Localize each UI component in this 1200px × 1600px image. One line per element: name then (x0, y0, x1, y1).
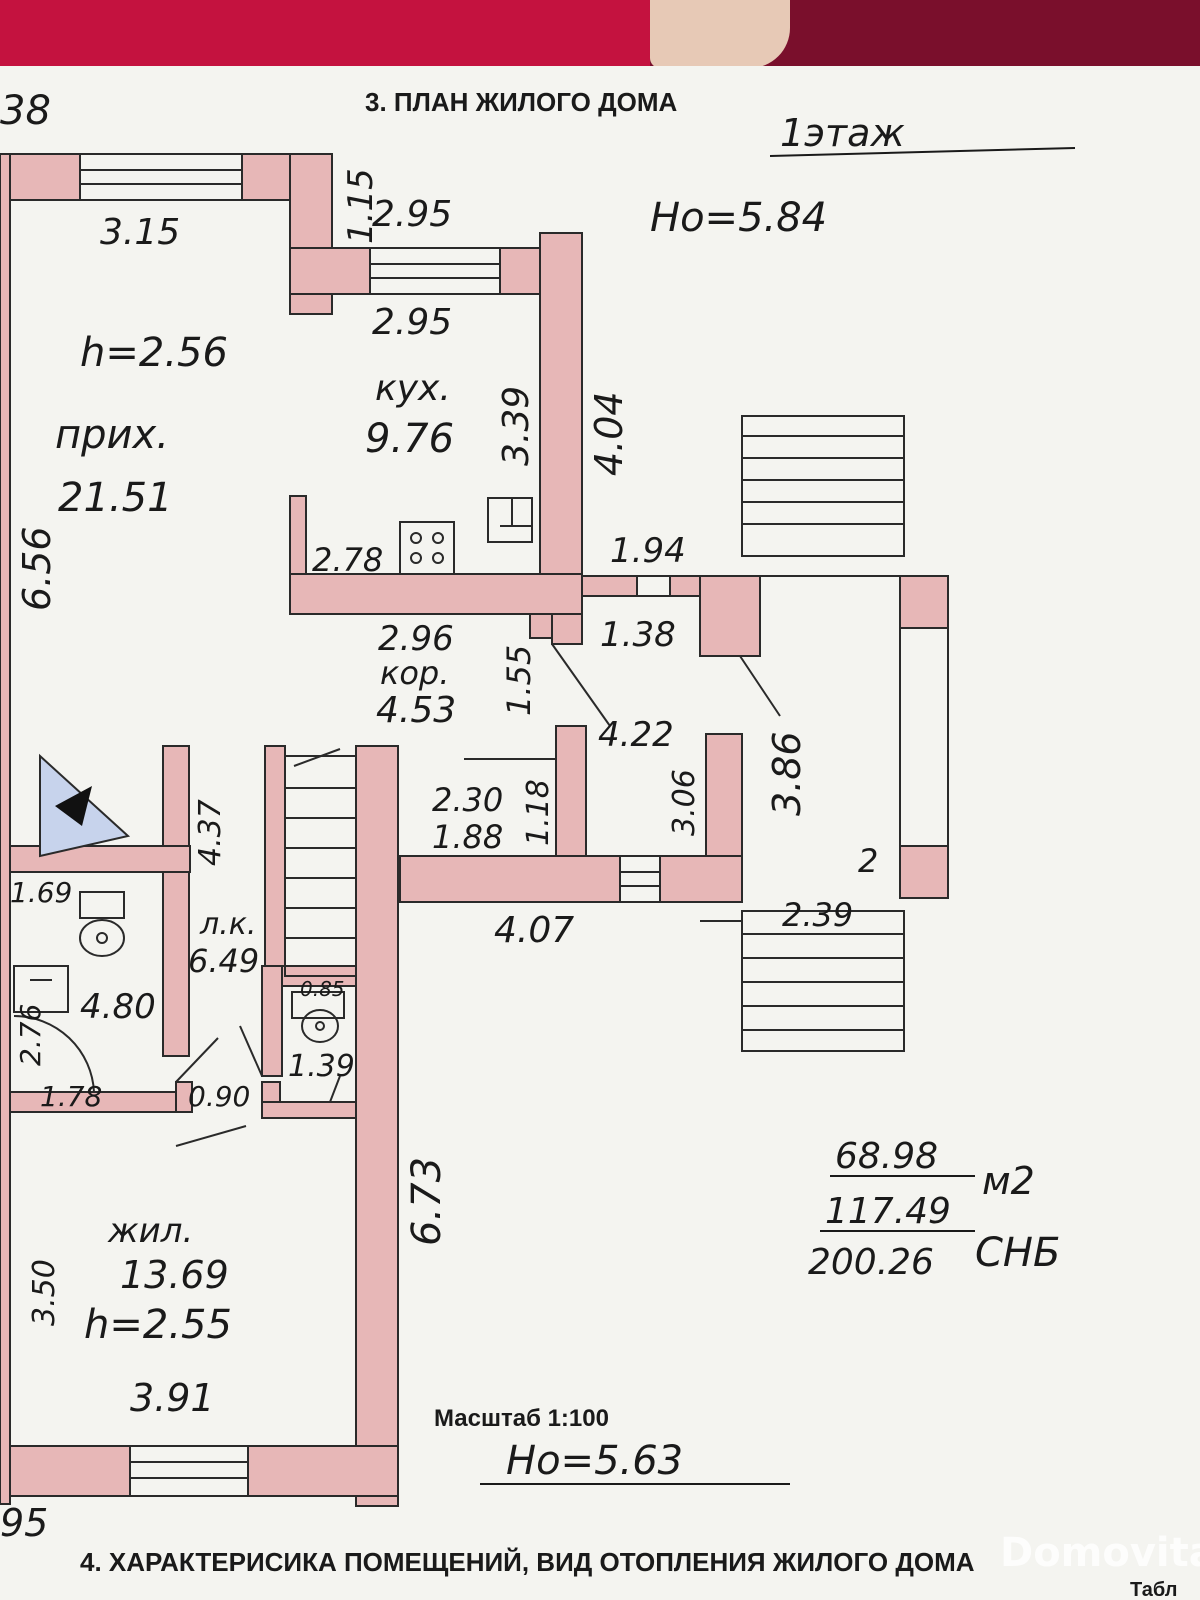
room-area-living: 13.69 (120, 1253, 229, 1297)
dim-2-78: 2.78 (312, 541, 383, 579)
room-name-corridor: кор. (380, 654, 449, 692)
dim-2-30: 2.30 (432, 781, 503, 819)
dim-6-73: 6.73 (404, 1157, 450, 1246)
dim-3-06: 3.06 (667, 769, 702, 836)
dim-0-90: 0.90 (188, 1080, 250, 1113)
section-title-4: 4. ХАРАКТЕРИСИКА ПОМЕЩЕНИЙ, ВИД ОТОПЛЕНИ… (80, 1547, 975, 1577)
area-snb-suffix: СНБ (975, 1230, 1060, 1276)
room-height-living: h=2.55 (84, 1302, 232, 1348)
toilet-icon-left (79, 891, 125, 957)
dim-3-91: 3.91 (130, 1376, 215, 1420)
area-living: 68.98 (835, 1136, 938, 1177)
corner-top-left: 38 (0, 88, 51, 134)
dim-4-04: 4.04 (587, 391, 631, 476)
room-name-hall: прих. (55, 412, 169, 458)
photo-top-background (0, 0, 1200, 68)
dim-1-18: 1.18 (521, 779, 556, 846)
area-unit: м2 (982, 1159, 1035, 1203)
door-swings (13, 643, 781, 1147)
walls (0, 153, 949, 1507)
room-name-living: жил. (107, 1211, 193, 1251)
dim-3-39: 3.39 (496, 386, 537, 466)
dim-4-22: 4.22 (598, 715, 674, 755)
dim-2-95-bottom: 2.95 (372, 302, 452, 343)
floor-underline (769, 147, 1076, 157)
paper-sheet: 3. ПЛАН ЖИЛОГО ДОМА 1этаж Нo=5.84 38 3.1… (0, 66, 1200, 1600)
section-title-3: 3. ПЛАН ЖИЛОГО ДОМА (365, 87, 678, 117)
dim-1-15: 1.15 (341, 168, 381, 244)
dim-4-80: 4.80 (80, 987, 156, 1027)
dim-2-95-top: 2.95 (372, 194, 452, 235)
dim-2-96: 2.96 (378, 619, 454, 659)
dim-3-50: 3.50 (27, 1259, 62, 1326)
dim-1-94: 1.94 (610, 531, 686, 571)
dim-4-37: 4.37 (193, 799, 228, 866)
bathtub-icon (13, 965, 69, 1013)
red-surface (0, 0, 650, 68)
dim-0-85: 0.85 (300, 977, 345, 1001)
room-area-stair: 6.49 (188, 942, 259, 980)
floor-plan: 3. ПЛАН ЖИЛОГО ДОМА 1этаж Нo=5.84 38 3.1… (0, 87, 1200, 1600)
room-area-hall: 21.51 (58, 475, 173, 521)
boiler-icon (39, 753, 131, 858)
area-total: 117.49 (825, 1191, 951, 1232)
room-height-hall: h=2.56 (80, 330, 228, 376)
dim-1-38: 1.38 (600, 615, 676, 655)
area-snb: 200.26 (808, 1242, 934, 1283)
dim-3-86: 3.86 (765, 731, 809, 816)
dim-3-15: 3.15 (100, 212, 180, 253)
room-number-2: 2 (858, 842, 878, 880)
scale-label: Масштаб 1:100 (434, 1405, 609, 1432)
dim-6-56: 6.56 (15, 526, 59, 611)
stove-icon (399, 521, 455, 575)
dim-2-76: 2.76 (14, 1004, 47, 1066)
toilet-icon-right (291, 991, 345, 1043)
dim-1-55: 1.55 (500, 645, 538, 716)
dim-1-78: 1.78 (40, 1080, 102, 1113)
dim-1-69: 1.69 (10, 876, 72, 909)
room-name-kitchen: кух. (375, 368, 451, 409)
windows (79, 153, 671, 1497)
labels: 3. ПЛАН ЖИЛОГО ДОМА 1этаж Нo=5.84 38 3.1… (0, 87, 1200, 1600)
room-name-stair: л.к. (199, 907, 256, 942)
corner-bottom-left: 95 (0, 1501, 48, 1545)
dim-1-88: 1.88 (432, 818, 503, 856)
room-area-corridor: 4.53 (376, 690, 456, 731)
sink-icon (487, 497, 533, 543)
finger-edge (650, 0, 790, 68)
elevation-top: Нo=5.84 (650, 195, 827, 241)
porch-steps (742, 435, 904, 1031)
room-area-kitchen: 9.76 (365, 416, 454, 462)
dim-1-39: 1.39 (288, 1049, 355, 1084)
dim-2-39: 2.39 (782, 896, 853, 934)
elevation-bottom: Нo=5.63 (506, 1438, 683, 1484)
watermark: Domovita (1000, 1530, 1200, 1576)
table-cut-label: Табл (1130, 1579, 1177, 1600)
dim-4-07: 4.07 (494, 910, 574, 951)
floor-label: 1этаж (780, 111, 905, 155)
staircase (284, 755, 357, 977)
